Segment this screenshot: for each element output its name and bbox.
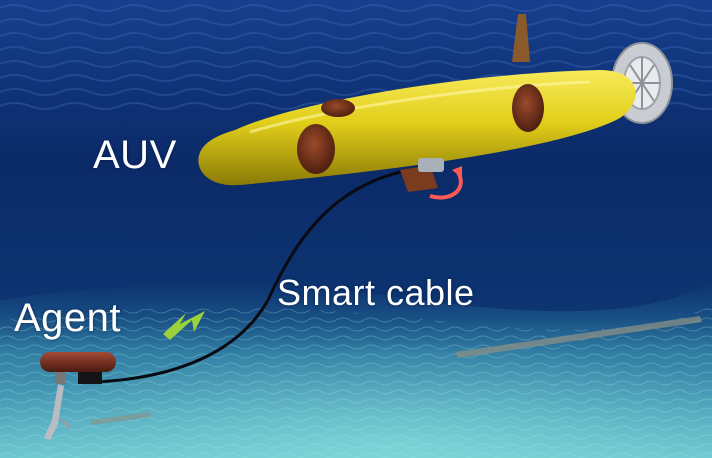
agent-label: Agent xyxy=(14,296,122,340)
auv-label: AUV xyxy=(93,133,177,177)
auv-vehicle xyxy=(198,14,673,192)
seafloor-debris xyxy=(455,316,702,358)
rotation-arrow xyxy=(429,171,463,200)
smart-cable xyxy=(94,166,421,384)
direction-arrow xyxy=(163,311,205,340)
agent-device xyxy=(40,352,116,440)
smart-cable-label: Smart cable xyxy=(277,272,475,313)
